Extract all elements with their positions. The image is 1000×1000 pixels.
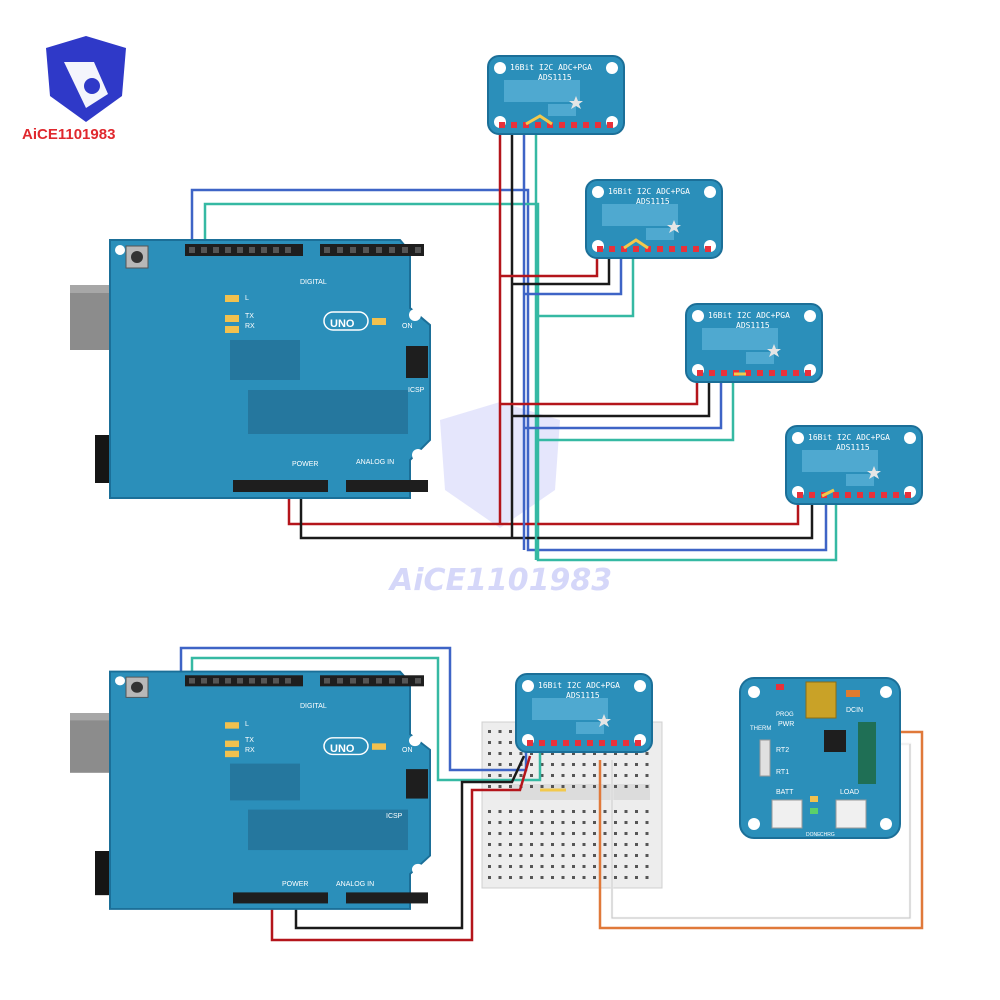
uno-bottom-analog: ANALOG IN <box>336 881 374 888</box>
brand-logo: AiCE1101983 <box>22 36 126 143</box>
arduino-uno-top: DIGITAL UNO ON TX RX L ICSP POWER ANALOG… <box>69 239 431 499</box>
charger-load: LOAD <box>840 789 859 796</box>
uno-bottom-on: ON <box>402 747 413 754</box>
wire-sda <box>203 202 838 562</box>
charger-rt2: RT2 <box>776 747 789 754</box>
uno-bottom-badge: UNO <box>330 743 355 755</box>
adc4-title: 16Bit I2C ADC+PGA <box>808 433 890 442</box>
adc-module-labels: 16Bit I2C ADC+PGA ADS1115 16Bit I2C ADC+… <box>510 63 890 452</box>
uno-top-on: ON <box>402 323 413 330</box>
uno-top-analog: ANALOG IN <box>356 459 394 466</box>
adc5-chip: ADS1115 <box>566 691 600 700</box>
charger-done: DONE <box>806 832 821 838</box>
adc3-title: 16Bit I2C ADC+PGA <box>708 311 790 320</box>
adc2-chip: ADS1115 <box>636 197 670 206</box>
charger-rt1: RT1 <box>776 769 789 776</box>
uno-bottom-power: POWER <box>282 881 308 888</box>
adc1-chip: ADS1115 <box>538 73 572 82</box>
watermark-text: AiCE1101983 <box>388 563 612 598</box>
uno-bottom-tx: TX <box>245 737 254 744</box>
charger-chrg: CHRG <box>820 832 835 838</box>
uno-bottom-icsp: ICSP <box>386 813 403 820</box>
uno-bottom-rx: RX <box>245 747 255 754</box>
uno-top-badge: UNO <box>330 318 355 330</box>
charger-pwr: PWR <box>778 721 794 728</box>
wire-5v-bottom <box>270 755 532 942</box>
uno-top-tx: TX <box>245 313 254 320</box>
wire-scl <box>190 188 828 552</box>
wire-sda-bottom <box>190 656 542 782</box>
adc4-chip: ADS1115 <box>836 443 870 452</box>
charger-batt: BATT <box>776 789 794 796</box>
adc1-title: 16Bit I2C ADC+PGA <box>510 63 592 72</box>
wire-a0-orange <box>598 730 924 930</box>
arduino-uno-bottom: UNO ON TX RX L DIGITAL ICSP POWER ANALOG… <box>69 670 431 910</box>
adc5-title: 16Bit I2C ADC+PGA <box>538 681 620 690</box>
wire-5v <box>287 488 800 526</box>
uno-top-rx: RX <box>245 323 255 330</box>
uno-bottom-l: L <box>245 721 249 728</box>
uno-top-icsp: ICSP <box>408 387 425 394</box>
uno-top-digital-label: DIGITAL <box>300 279 327 286</box>
charger-dcin: DCIN <box>846 707 863 714</box>
uno-top-l: L <box>245 295 249 302</box>
top-wires <box>190 128 838 562</box>
adc3-chip: ADS1115 <box>736 321 770 330</box>
uno-top-power: POWER <box>292 461 318 468</box>
brand-logo-text: AiCE1101983 <box>22 126 115 143</box>
bottom-wires <box>179 646 924 942</box>
adc2-title: 16Bit I2C ADC+PGA <box>608 187 690 196</box>
charger-module: PWR DCIN THERM PROG RT2 RT1 BATT LOAD DO… <box>739 677 901 839</box>
wire-gnd-bottom <box>294 755 526 930</box>
charger-therm: THERM <box>750 726 771 732</box>
charger-prog: PROG <box>776 712 794 718</box>
uno-bottom-digital: DIGITAL <box>300 703 327 710</box>
wire-gnd <box>299 488 814 540</box>
